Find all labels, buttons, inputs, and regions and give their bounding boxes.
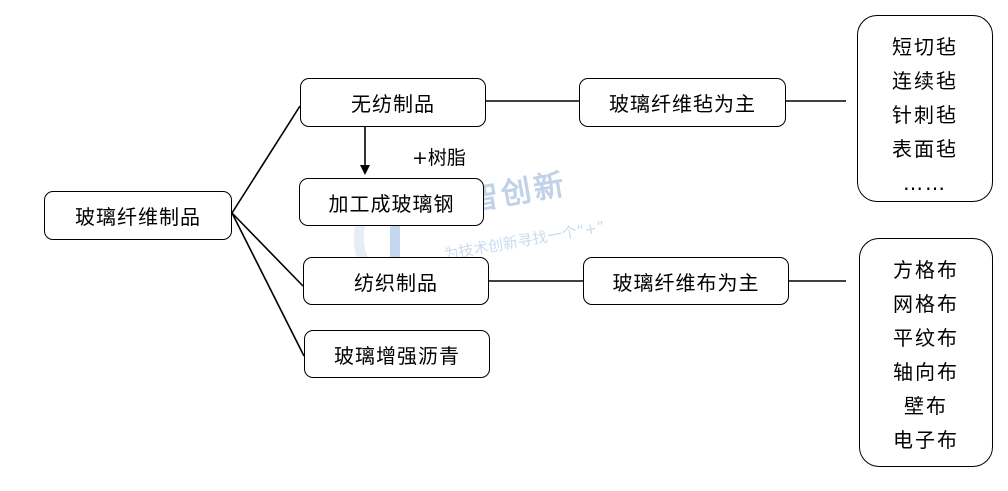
node-label: 加工成玻璃钢	[328, 191, 455, 216]
list-item: ……	[903, 171, 947, 195]
edge-root-woven	[231, 212, 304, 287]
node-label: 玻璃纤维制品	[75, 205, 201, 229]
list-item: 轴向布	[893, 360, 959, 384]
node-label: 无纺制品	[351, 92, 435, 116]
cloth-types-list[interactable]: 方格布 网格布 平纹布 轴向布 壁布 电子布	[859, 238, 993, 467]
edge-root-asphalt	[231, 212, 305, 357]
node-label: 玻璃纤维毡为主	[609, 92, 756, 116]
node-label: 玻璃增强沥青	[334, 343, 460, 368]
list-item: 针刺毡	[892, 103, 958, 127]
node-glass-fiber-products[interactable]: 玻璃纤维制品	[44, 191, 232, 240]
list-item: 方格布	[893, 258, 959, 282]
list-item: 表面毡	[892, 137, 958, 161]
list-item: 电子布	[893, 428, 959, 452]
node-glass-fiber-felt-main[interactable]: 玻璃纤维毡为主	[579, 78, 786, 127]
node-label: 纺织制品	[354, 270, 438, 295]
list-item: 网格布	[893, 292, 959, 316]
list-item: 平纹布	[893, 326, 959, 350]
node-process-to-frp[interactable]: 加工成玻璃钢	[299, 178, 484, 226]
edge-root-nonwoven	[231, 105, 301, 214]
node-nonwoven-products[interactable]: 无纺制品	[300, 78, 486, 127]
list-item: 短切毡	[892, 35, 958, 59]
list-item: 壁布	[904, 394, 948, 418]
edge-label-resin: +树脂	[412, 147, 466, 169]
node-glass-fiber-cloth-main[interactable]: 玻璃纤维布为主	[583, 257, 789, 305]
node-glass-reinforced-asphalt[interactable]: 玻璃增强沥青	[304, 330, 490, 378]
list-item: 连续毡	[892, 69, 958, 93]
felt-types-list[interactable]: 短切毡 连续毡 针刺毡 表面毡 ……	[857, 15, 993, 202]
node-label: 玻璃纤维布为主	[612, 270, 760, 295]
node-woven-products[interactable]: 纺织制品	[303, 257, 489, 305]
